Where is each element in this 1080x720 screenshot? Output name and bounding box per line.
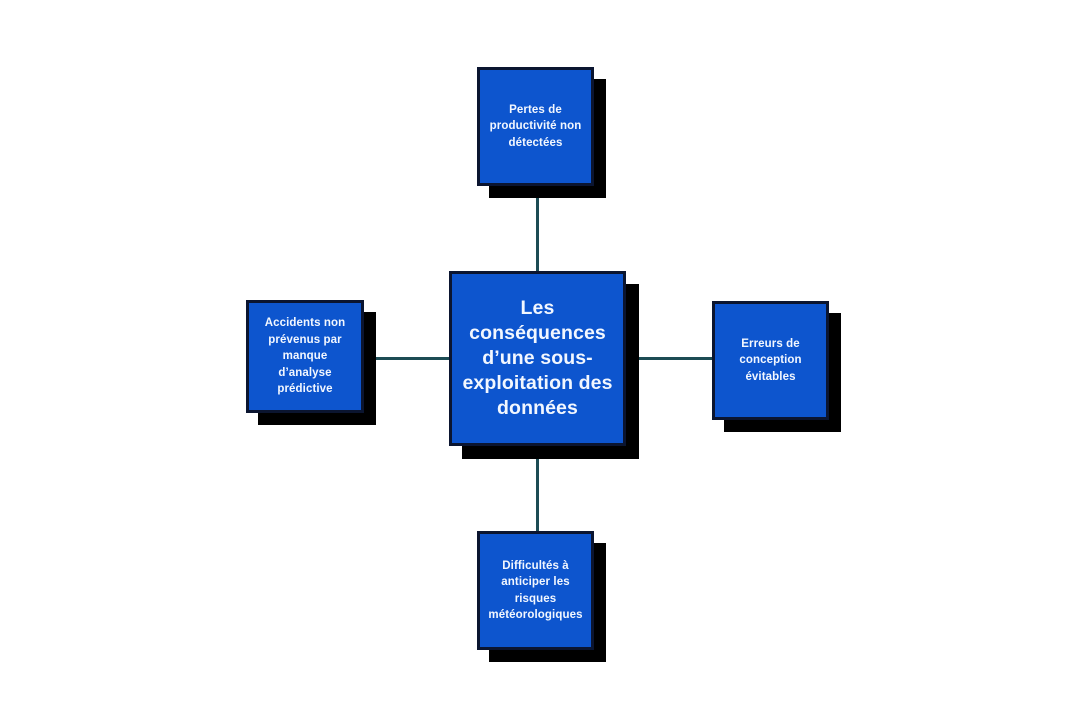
connector-center-to-right (621, 357, 716, 360)
node-center-consequences[interactable]: Les conséquences d’une sous-exploitation… (449, 271, 626, 446)
node-top-label: Pertes de productivité non détectées (489, 103, 582, 149)
node-left-accidents-non-prevenus[interactable]: Accidents non prévenus par manque d’anal… (246, 300, 364, 413)
connector-center-to-left (362, 357, 454, 360)
connector-center-to-bottom (536, 442, 539, 534)
node-bottom-label: Difficultés à anticiper les risques mété… (488, 559, 583, 622)
node-bottom-risques-meteorologiques[interactable]: Difficultés à anticiper les risques mété… (477, 531, 594, 650)
node-right-label: Erreurs de conception évitables (739, 337, 802, 383)
node-top-pertes-productivite[interactable]: Pertes de productivité non détectées (477, 67, 594, 186)
node-right-erreurs-conception[interactable]: Erreurs de conception évitables (712, 301, 829, 420)
node-left-label: Accidents non prévenus par manque d’anal… (264, 317, 346, 396)
node-center-label: Les conséquences d’une sous-exploitation… (462, 297, 613, 419)
connector-center-to-top (536, 184, 539, 276)
